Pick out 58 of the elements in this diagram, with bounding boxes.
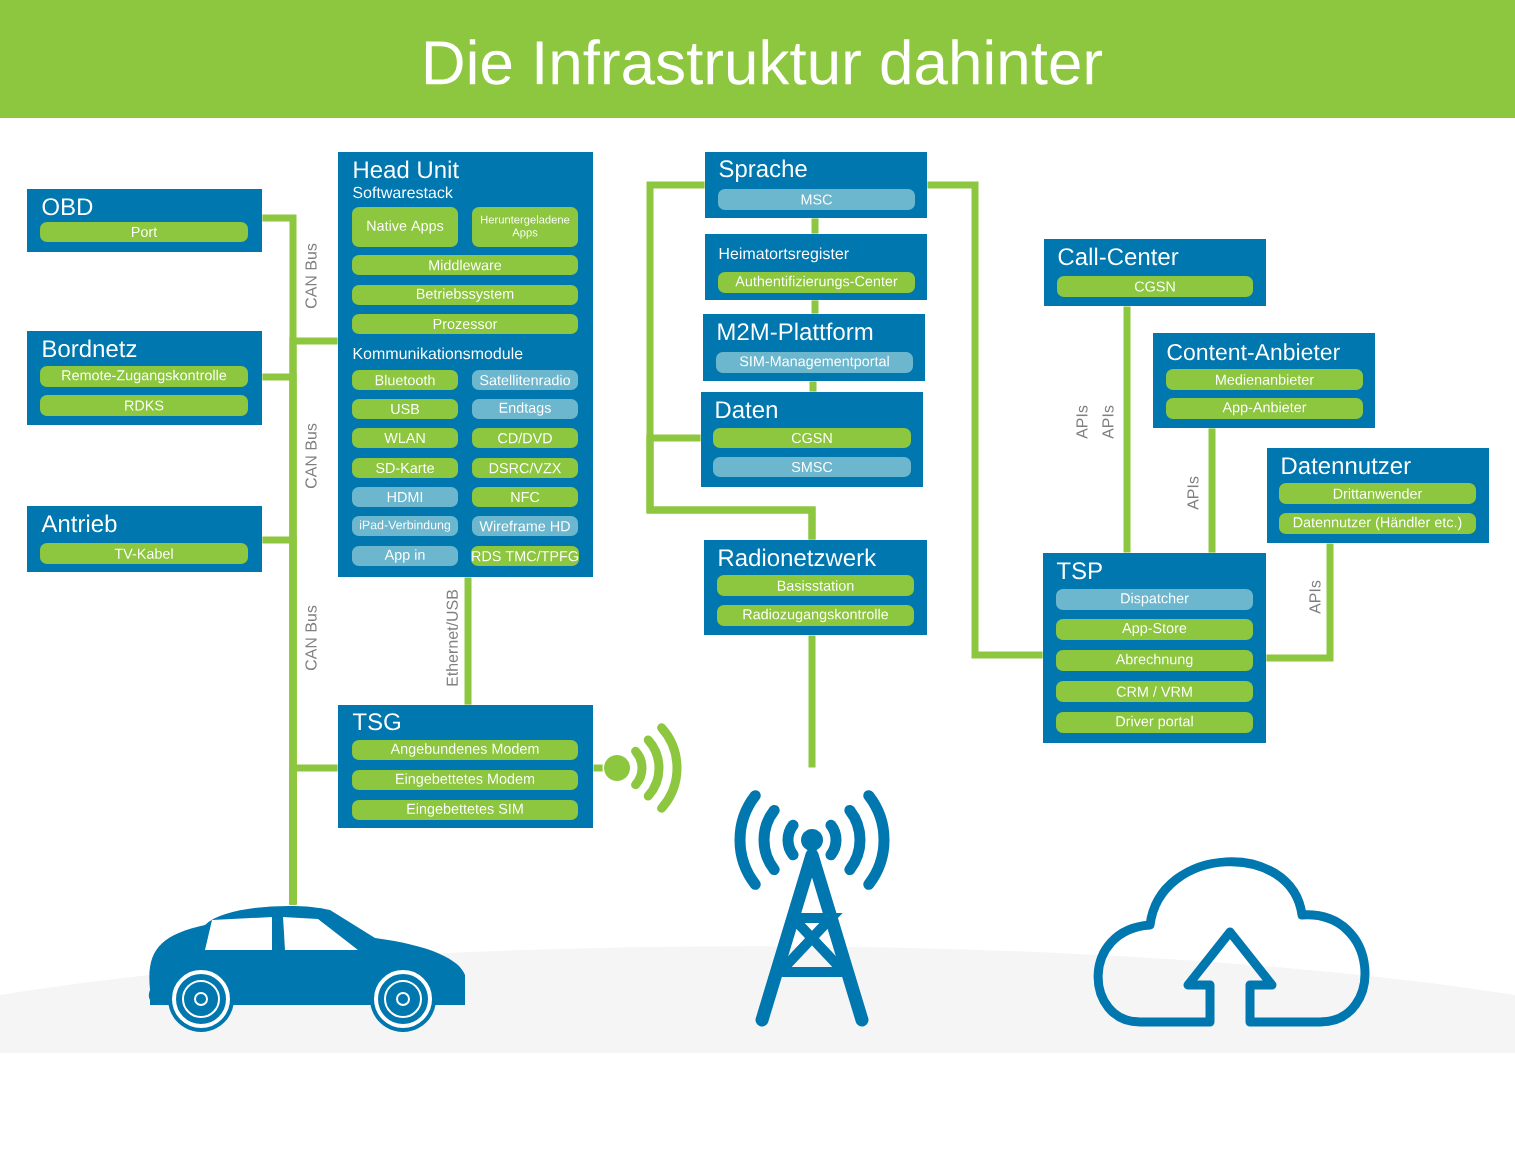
module-pill: SD-Karte [352,458,458,478]
radio-tower-icon [734,790,890,1027]
module-pill: Basisstation [717,575,914,596]
interface-label: APIs [1076,405,1088,439]
module-pill: Eingebettetes SIM [352,800,578,820]
module-pill: Remote-Zugangskontrolle [40,366,248,387]
node-label: Head Unit [354,160,459,179]
module-pill: HDMI [352,487,458,507]
module-pill: Eingebettetes Modem [352,770,578,790]
module-pill: DSRC/VZX [472,458,578,478]
edge-label: CAN Bus [303,421,319,491]
module-pill: iPad-Verbindung [352,516,458,536]
module-pill: Medienanbieter [1166,369,1363,390]
module-pill: Abrechnung [1056,650,1253,671]
module-pill: Bluetooth [352,370,458,390]
module-pill: App-Store [1056,619,1253,640]
module-pill: Dispatcher [1056,589,1253,610]
module-pill: Endtags [472,399,578,419]
module-pill: Radiozugangskontrolle [717,605,914,626]
edge-label: CAN Bus [303,603,319,673]
module-pill: Angebundenes Modem [352,740,578,760]
module-pill: Port [40,222,248,242]
module-pill: Heruntergeladene Apps [472,207,578,247]
module-pill: TV-Kabel [40,543,248,564]
module-pill: CGSN [1057,276,1253,297]
module-pill: CRM / VRM [1056,681,1253,702]
car-drawing [148,905,465,1032]
module-pill: SIM-Managementportal [716,352,913,373]
module-pill: SMSC [713,457,911,477]
node-label: Softwarestack [353,186,453,199]
module-pill: WLAN [352,428,458,448]
module-pill: Prozessor [352,314,578,334]
module-pill: RDKS [40,395,248,416]
module-pill: NFC [472,487,578,507]
module-pill: CD/DVD [472,428,578,448]
module-pill: Betriebssystem [352,285,578,305]
module-pill: Driver portal [1056,712,1253,733]
module-pill: Drittanwender [1279,483,1476,504]
node-label: Kommunikationsmodule [353,347,523,360]
signal-waves-icon [604,723,682,813]
module-pill: Satellitenradio [472,370,578,390]
module-pill: App in [352,546,458,566]
module-pill: Datennutzer (Händler etc.) [1279,513,1476,534]
edge-label: APIs [1100,403,1116,441]
module-pill: RDS TMC/TPFG [471,546,579,566]
module-pill: MSC [718,189,915,210]
module-pill: Authentifizierungs-Center [718,272,915,293]
module-pill: Native Apps [352,207,458,247]
module-pill: CGSN [713,428,911,448]
module-pill: USB [352,399,458,419]
edge-label: CAN Bus [303,241,319,311]
module-pill: Middleware [352,255,578,275]
title-banner: Die Infrastruktur dahinter [0,0,1515,118]
edge-label: Ethernet/USB [444,587,460,689]
module-pill: App-Anbieter [1166,398,1363,419]
module-pill: Wireframe HD [472,516,578,536]
edge-label: APIs [1307,578,1323,616]
edge-label: APIs [1185,474,1201,512]
